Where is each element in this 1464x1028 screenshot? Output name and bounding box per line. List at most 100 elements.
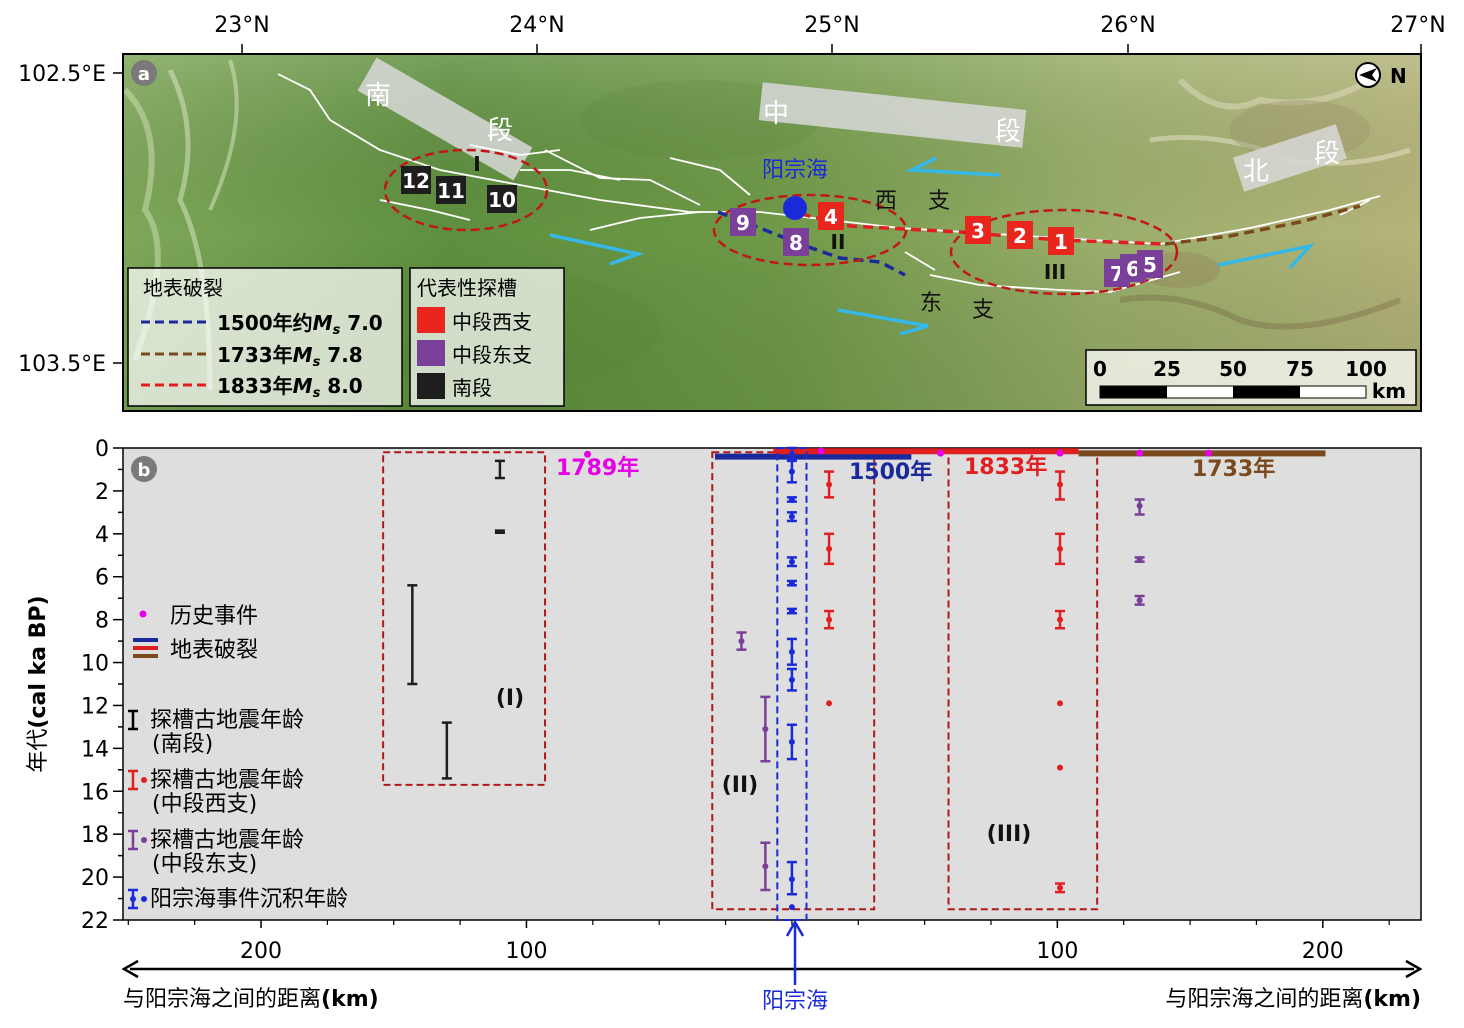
event-label-1500: 1500年 — [849, 459, 932, 485]
svg-text:2: 2 — [1013, 224, 1027, 248]
y-tick-label: 8 — [95, 609, 109, 634]
segment-banner-middle: 中 段 — [758, 82, 1027, 148]
trench-marker-12: 12 — [401, 166, 431, 194]
legend-panel-b: 历史事件 地表破裂 探槽古地震年龄 (南段) 探槽古地震年龄 (中段西支) 探槽… — [128, 604, 348, 912]
legend-item: (南段) — [152, 732, 213, 757]
data-point — [826, 700, 833, 707]
top-tick-label: 27°N — [1390, 13, 1445, 38]
data-point — [786, 446, 797, 460]
scale-bar: 0 25 50 75 100 km — [1085, 349, 1417, 406]
panel-b-label: b — [138, 460, 151, 481]
event-label-1789: 1789年 — [556, 455, 639, 481]
box-label: (I) — [496, 686, 524, 711]
north-arrow-icon: N — [1355, 62, 1407, 88]
y-tick-label: 16 — [81, 780, 109, 805]
scale-tick: 0 — [1093, 357, 1107, 381]
cluster-box — [947, 451, 1099, 911]
legend-trench-title: 代表性探槽 — [417, 276, 517, 300]
x-axis-label-left: 与阳宗海之间的距离(km) — [123, 987, 379, 1012]
rupture-1833 — [784, 208, 1166, 246]
trench-marker-11: 11 — [436, 176, 466, 204]
data-point — [760, 695, 771, 763]
data-point — [494, 529, 505, 534]
data-point — [1205, 449, 1213, 457]
cluster-ellipse-ii — [712, 193, 908, 267]
event-label-1833: 1833年 — [964, 454, 1047, 480]
data-point — [1056, 449, 1064, 457]
svg-text:11: 11 — [437, 179, 465, 203]
north-label: N — [1390, 64, 1407, 88]
trench-marker-4: 4 — [818, 202, 844, 230]
data-point — [1057, 764, 1064, 771]
data-series — [407, 446, 1213, 911]
scale-tick: 50 — [1219, 357, 1247, 381]
data-point — [760, 841, 771, 892]
svg-text:12: 12 — [402, 169, 430, 193]
legend-item: 探槽古地震年龄 — [150, 828, 304, 853]
data-point — [824, 609, 835, 630]
scale-unit: km — [1372, 379, 1406, 403]
segment-banner-south: 南 段 — [357, 57, 533, 181]
y-tick-label: 18 — [81, 823, 109, 848]
data-point — [817, 447, 825, 455]
data-point — [786, 667, 797, 692]
scale-tick: 75 — [1286, 357, 1314, 381]
data-point — [1057, 700, 1064, 707]
panel-a-badge — [131, 60, 157, 86]
box-label: (II) — [722, 773, 758, 798]
rupture-1733 — [1164, 204, 1361, 246]
data-point — [441, 721, 452, 780]
data-point — [1055, 470, 1066, 501]
data-point — [824, 470, 835, 499]
svg-text:5: 5 — [1143, 253, 1157, 277]
x-axis-label-right: 与阳宗海之间的距离(km) — [1165, 987, 1421, 1012]
legend-rupture-title: 地表破裂 — [143, 276, 223, 300]
trench-marker-1: 1 — [1048, 227, 1074, 255]
trench-marker-2: 2 — [1007, 221, 1033, 249]
left-tick-label: 103.5°E — [18, 352, 106, 377]
box-label: (III) — [987, 822, 1032, 847]
panel-a-label: a — [138, 64, 150, 85]
data-point — [494, 459, 505, 480]
legend-item: 地表破裂 — [170, 638, 258, 663]
data-point — [824, 532, 835, 566]
top-tick-label: 23°N — [214, 13, 269, 38]
scale-tick: 100 — [1345, 357, 1387, 381]
data-point — [1136, 449, 1144, 457]
svg-text:9: 9 — [736, 211, 750, 235]
top-tick-label: 24°N — [509, 13, 564, 38]
y-tick-label: 4 — [95, 523, 109, 548]
data-point — [407, 584, 418, 686]
svg-text:4: 4 — [824, 205, 838, 229]
cluster-label: III — [1044, 260, 1066, 284]
data-point — [786, 723, 797, 761]
data-point — [786, 556, 797, 568]
data-point — [1055, 882, 1066, 894]
svg-text:北: 北 — [1243, 157, 1269, 187]
data-point — [786, 860, 797, 896]
data-point — [736, 631, 747, 651]
legend-rupture-1833: 1833年Ms 8.0 — [217, 374, 363, 401]
svg-text:南: 南 — [365, 81, 391, 111]
svg-text:段: 段 — [1314, 139, 1340, 169]
branch-label-east: 东 — [920, 291, 942, 316]
cluster-ellipse-iii — [949, 208, 1179, 296]
data-point — [786, 607, 797, 615]
branch-label-west: 支 — [928, 189, 950, 214]
map-frame — [122, 53, 1422, 412]
lake-marker — [783, 196, 807, 220]
data-point — [1134, 594, 1145, 606]
legend-trench: 代表性探槽 中段西支 中段东支 南段 — [409, 267, 565, 407]
svg-text:6: 6 — [1126, 257, 1140, 281]
top-tick-label: 25°N — [804, 13, 859, 38]
data-point — [786, 496, 797, 503]
cluster-ellipse-i — [383, 148, 549, 232]
legend-item: (中段西支) — [152, 792, 257, 817]
legend-rupture-1733: 1733年Ms 7.8 — [217, 343, 363, 370]
trench-marker-8: 8 — [783, 228, 809, 256]
data-point — [1134, 498, 1145, 516]
branch-label-east: 支 — [972, 298, 994, 323]
